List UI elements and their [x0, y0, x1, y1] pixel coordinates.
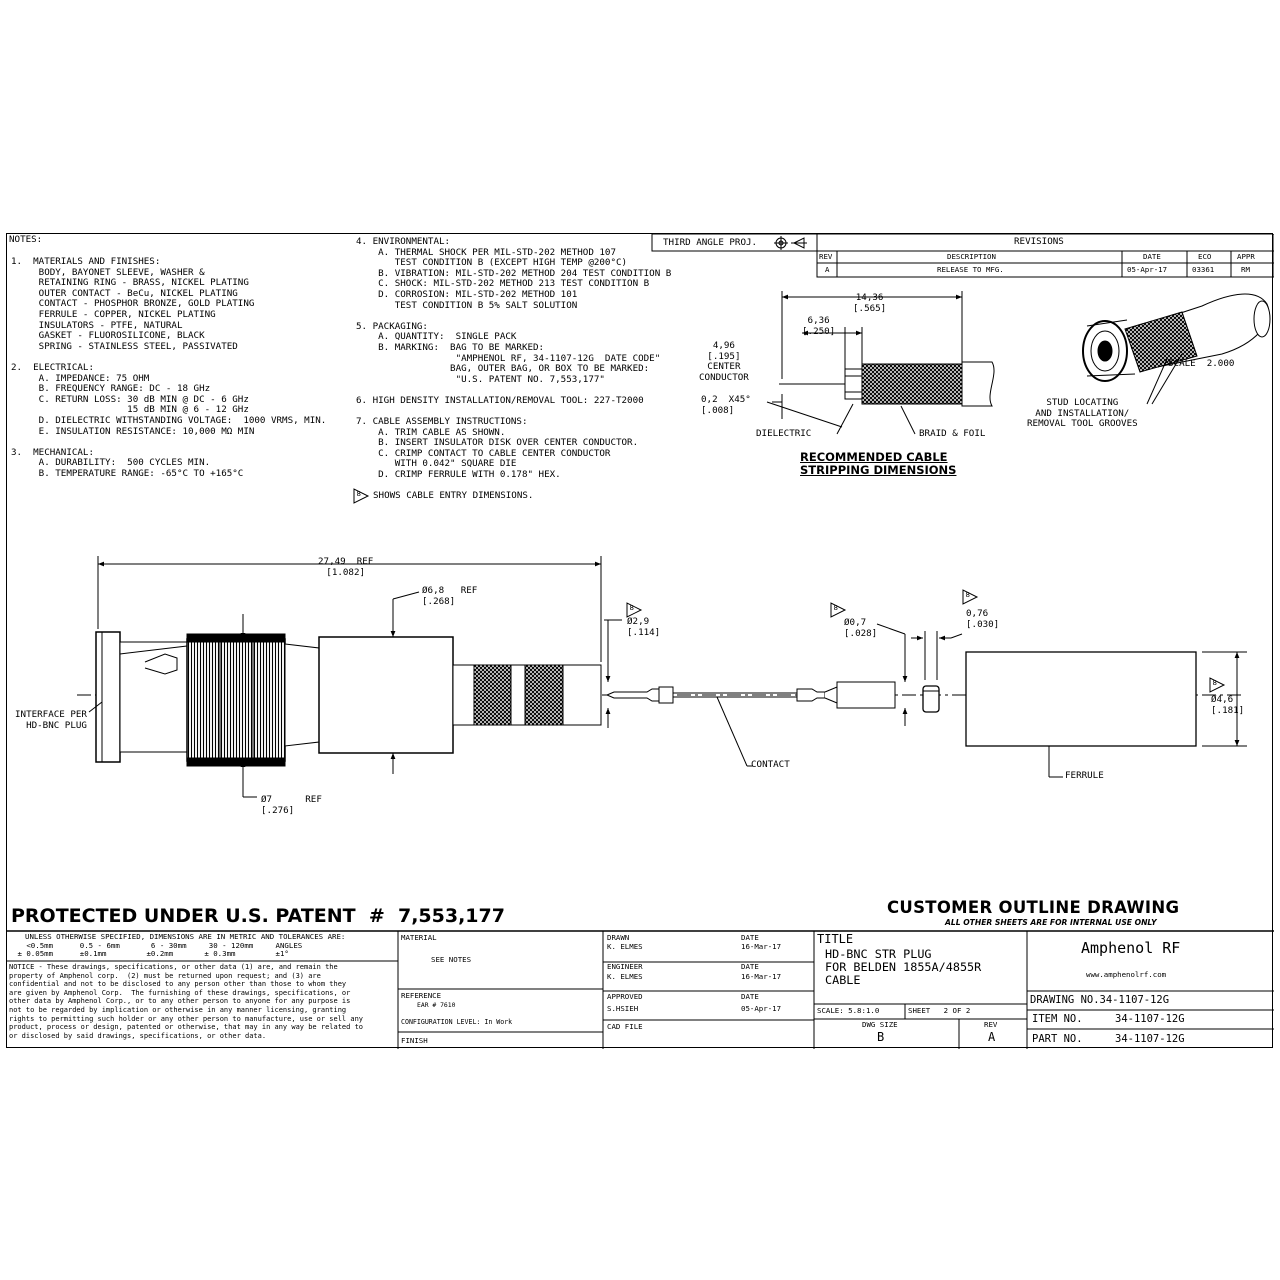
- reference-value: EAR # 7610: [417, 1001, 456, 1009]
- third-angle-projection-icon: [774, 236, 807, 250]
- drawing-number: DRAWING NO.34-1107-12G: [1030, 994, 1170, 1006]
- flag-number-1: 8: [629, 602, 634, 612]
- strip-label-braid: BRAID & FOIL: [919, 428, 986, 439]
- rev-value: A: [988, 1030, 996, 1044]
- rev-header-eco: ECO: [1198, 252, 1212, 261]
- drawing-sheet: NOTES: 1. MATERIALS AND FINISHES: BODY, …: [6, 233, 1274, 1049]
- rev-label: REV: [984, 1020, 998, 1029]
- rev-row-date: 05-Apr-17: [1127, 265, 1168, 274]
- stripping-title-line-2: STRIPPING DIMENSIONS: [800, 463, 957, 477]
- iso-stud-note: STUD LOCATING AND INSTALLATION/ REMOVAL …: [1027, 397, 1138, 430]
- cad-file-label: CAD FILE: [607, 1022, 643, 1031]
- drawn-label: DRAWN: [607, 933, 630, 942]
- strip-dim-overall: 14,36 [.565]: [853, 292, 887, 314]
- flag-number-2: 8: [833, 602, 838, 612]
- approved-name: S.HSIEH: [607, 1004, 639, 1013]
- patent-banner: PROTECTED UNDER U.S. PATENT # 7,553,177: [11, 905, 505, 927]
- dim-coupling-diameter: Ø7 REF [.276]: [261, 794, 322, 816]
- contact-part: [605, 623, 908, 767]
- tolerance-header: UNLESS OTHERWISE SPECIFIED, DIMENSIONS A…: [25, 932, 346, 941]
- strip-dim-mid: 6,36 [.250]: [802, 315, 836, 337]
- sheet-value: SHEET 2 OF 2: [908, 1006, 971, 1015]
- contact-label: CONTACT: [751, 759, 790, 770]
- approved-label: APPROVED: [607, 992, 643, 1001]
- strip-label-dielectric: DIELECTRIC: [756, 428, 812, 439]
- stripping-title-line-1: RECOMMENDED CABLE: [800, 450, 948, 464]
- part-number-label: PART NO.: [1032, 1033, 1083, 1045]
- drawn-name: K. ELMES: [607, 942, 643, 951]
- approved-date-label: DATE: [741, 992, 759, 1001]
- note-8-text: SHOWS CABLE ENTRY DIMENSIONS.: [373, 490, 534, 501]
- rev-header-description: DESCRIPTION: [947, 252, 996, 261]
- company-website: www.amphenolrf.com: [1086, 970, 1167, 979]
- rev-header-date: DATE: [1143, 252, 1161, 261]
- engineer-label: ENGINEER: [607, 962, 643, 971]
- drawn-date: 16-Mar-17: [741, 942, 782, 951]
- flag-number-3: 8: [965, 589, 970, 599]
- ferrule-part: [965, 651, 1247, 778]
- title-text: HD-BNC STR PLUG FOR BELDEN 1855A/4855R C…: [825, 947, 982, 987]
- interface-label: INTERFACE PER HD-BNC PLUG: [15, 709, 87, 731]
- rev-row-eco: 03361: [1192, 265, 1215, 274]
- tolerance-values: ± 0.05mm ±0.1mm ±0.2mm ± 0.3mm ±1°: [13, 949, 289, 958]
- notes-header: NOTES:: [9, 234, 43, 245]
- item-number-value: 34-1107-12G: [1115, 1013, 1185, 1025]
- dim-center-conductor-diameter: Ø0,7 [.028]: [844, 617, 878, 639]
- title-label: TITLE: [817, 932, 854, 946]
- rev-row-description: RELEASE TO MFG.: [937, 265, 1004, 274]
- cable-stripping-view: [766, 291, 995, 435]
- finish-label: FINISH: [401, 1036, 428, 1045]
- strip-dim-center: 4,96 [.195] CENTER CONDUCTOR: [699, 340, 749, 383]
- engineer-date-label: DATE: [741, 962, 759, 971]
- material-label: MATERIAL: [401, 933, 437, 942]
- dim-insulator-thickness: 0,76 [.030]: [966, 608, 1000, 630]
- iso-scale: SCALE 2.000: [1168, 358, 1235, 369]
- strip-dim-chamfer: 0,2 X45° [.008]: [701, 394, 751, 416]
- rev-header-appr: APPR: [1237, 252, 1255, 261]
- dwg-size-value: B: [877, 1030, 885, 1044]
- insulator-disk: [911, 631, 963, 713]
- reference-label: REFERENCE: [401, 991, 442, 1000]
- dim-ferrule-diameter: Ø4,6 [.181]: [1211, 694, 1245, 716]
- dwg-size-label: DWG SIZE: [862, 1020, 898, 1029]
- scale-value: SCALE: 5.8:1.0: [817, 1006, 880, 1015]
- isometric-connector-view: [1082, 293, 1271, 405]
- dim-overall-length: 27,49 REF [1.082]: [318, 556, 374, 578]
- engineer-name: K. ELMES: [607, 972, 643, 981]
- rev-row-rev: A: [825, 265, 830, 274]
- company-name: Amphenol RF: [1081, 939, 1181, 957]
- revisions-title: REVISIONS: [1014, 236, 1064, 247]
- approved-date: 05-Apr-17: [741, 1004, 782, 1013]
- drawing-artwork: [7, 234, 1274, 1049]
- customer-outline-title: CUSTOMER OUTLINE DRAWING: [887, 898, 1180, 917]
- configuration-level: CONFIGURATION LEVEL: In Work: [401, 1018, 513, 1026]
- tolerance-ranges: <0.5mm 0.5 - 6mm 6 - 30mm 30 - 120mm ANG…: [13, 941, 303, 950]
- flag-number-4: 8: [1212, 677, 1217, 687]
- part-number-value: 34-1107-12G: [1115, 1033, 1185, 1045]
- notice-text: NOTICE - These drawings, specifications,…: [9, 963, 364, 1040]
- customer-outline-subtitle: ALL OTHER SHEETS ARE FOR INTERNAL USE ON…: [945, 918, 1157, 927]
- note-8-flag-number: 8: [356, 488, 361, 498]
- notes-column-2: 4. ENVIRONMENTAL: A. THERMAL SHOCK PER M…: [356, 236, 672, 481]
- rev-row-appr: RM: [1241, 265, 1250, 274]
- dim-body-diameter: Ø6,8 REF [.268]: [422, 585, 478, 607]
- item-number-label: ITEM NO.: [1032, 1013, 1083, 1025]
- ferrule-label: FERRULE: [1065, 770, 1104, 781]
- rev-header-rev: REV: [819, 252, 833, 261]
- material-value: SEE NOTES: [431, 955, 472, 964]
- projection-label: THIRD ANGLE PROJ.: [663, 237, 758, 248]
- notes-column-1: 1. MATERIALS AND FINISHES: BODY, BAYONET…: [11, 256, 327, 479]
- drawn-date-label: DATE: [741, 933, 759, 942]
- engineer-date: 16-Mar-17: [741, 972, 782, 981]
- dim-cable-entry-diameter: Ø2,9 [.114]: [627, 616, 661, 638]
